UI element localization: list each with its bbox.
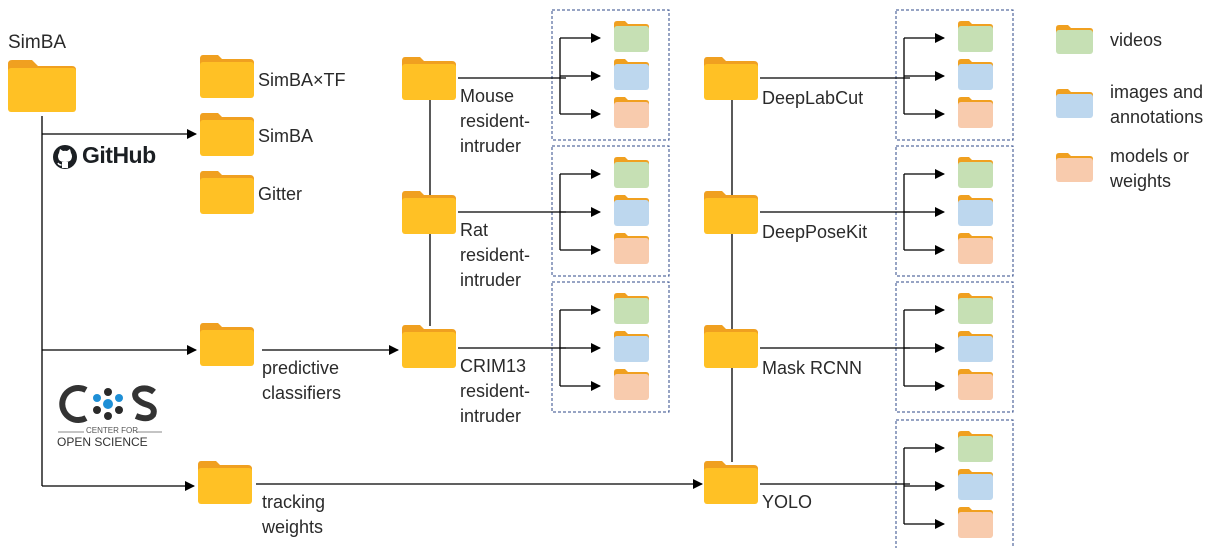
folder-icon	[402, 325, 456, 368]
images-file-icon	[958, 64, 993, 90]
videos-file-icon	[958, 436, 993, 462]
github-folder-simbatf: SimBA×TF	[258, 70, 346, 90]
model-deeplabcut-box	[895, 9, 1014, 141]
dataset-crim13-box	[551, 281, 670, 413]
images-file-icon	[958, 200, 993, 226]
cos-logo-sub2: OPEN SCIENCE	[57, 435, 148, 449]
folder-icon	[704, 191, 758, 234]
tracking-weights-label: tracking weights	[262, 492, 326, 537]
folder-icon	[200, 171, 254, 214]
folder-icon	[200, 55, 254, 98]
videos-file-icon	[958, 298, 993, 324]
cos-logo-sub1: CENTER FOR	[86, 426, 138, 435]
dataset-crim13-label: CRIM13 resident- intruder	[460, 356, 531, 426]
images-file-icon	[614, 200, 649, 226]
predictive-classifiers-label: predictive classifiers	[262, 358, 342, 403]
dataset-mouse-box	[551, 9, 670, 141]
cos-logo: CENTER FOR OPEN SCIENCE	[57, 380, 168, 450]
videos-file-icon	[958, 162, 993, 188]
dataset-rat-box	[551, 145, 670, 277]
models-file-icon	[958, 102, 993, 128]
github-octocat-icon	[53, 145, 77, 169]
model-deepposekit-box	[895, 145, 1014, 277]
legend-images-label: images and annotations	[1110, 82, 1204, 127]
models-file-icon	[958, 238, 993, 264]
folder-icon	[200, 323, 254, 366]
root-label: SimBA	[8, 32, 67, 53]
videos-file-icon	[614, 298, 649, 324]
model-deeplabcut-label: DeepLabCut	[762, 88, 864, 108]
root-folder-icon	[8, 60, 76, 112]
folder-icon	[704, 461, 758, 504]
legend-images-folder-icon	[1056, 89, 1093, 118]
folder-icon	[704, 57, 758, 100]
github-logo-text: GitHub	[82, 142, 156, 168]
dataset-rat-label: Rat resident- intruder	[460, 220, 531, 290]
legend-videos-label: videos	[1110, 30, 1163, 50]
folder-icon	[198, 461, 252, 504]
model-maskrcnn-label: Mask RCNN	[762, 358, 863, 378]
legend-videos-folder-icon	[1056, 25, 1093, 54]
github-folder-gitter: Gitter	[258, 184, 303, 204]
folder-icon	[402, 57, 456, 100]
folder-icon	[200, 113, 254, 156]
images-file-icon	[958, 336, 993, 362]
images-file-icon	[614, 64, 649, 90]
model-yolo-label: YOLO	[762, 492, 813, 512]
models-file-icon	[958, 512, 993, 538]
folder-icon	[704, 325, 758, 368]
dataset-mouse-label: Mouse resident- intruder	[460, 86, 531, 156]
videos-file-icon	[614, 26, 649, 52]
images-file-icon	[958, 474, 993, 500]
models-file-icon	[614, 374, 649, 400]
folder-icon	[402, 191, 456, 234]
github-folder-simba: SimBA	[258, 126, 314, 146]
images-file-icon	[614, 336, 649, 362]
videos-file-icon	[958, 26, 993, 52]
videos-file-icon	[614, 162, 649, 188]
model-maskrcnn-box	[895, 281, 1014, 413]
models-file-icon	[958, 374, 993, 400]
models-file-icon	[614, 102, 649, 128]
legend-models-label: models or weights	[1110, 146, 1190, 191]
model-yolo-box	[895, 419, 1014, 548]
models-file-icon	[614, 238, 649, 264]
legend-models-folder-icon	[1056, 153, 1093, 182]
model-deepposekit-label: DeepPoseKit	[762, 222, 868, 242]
